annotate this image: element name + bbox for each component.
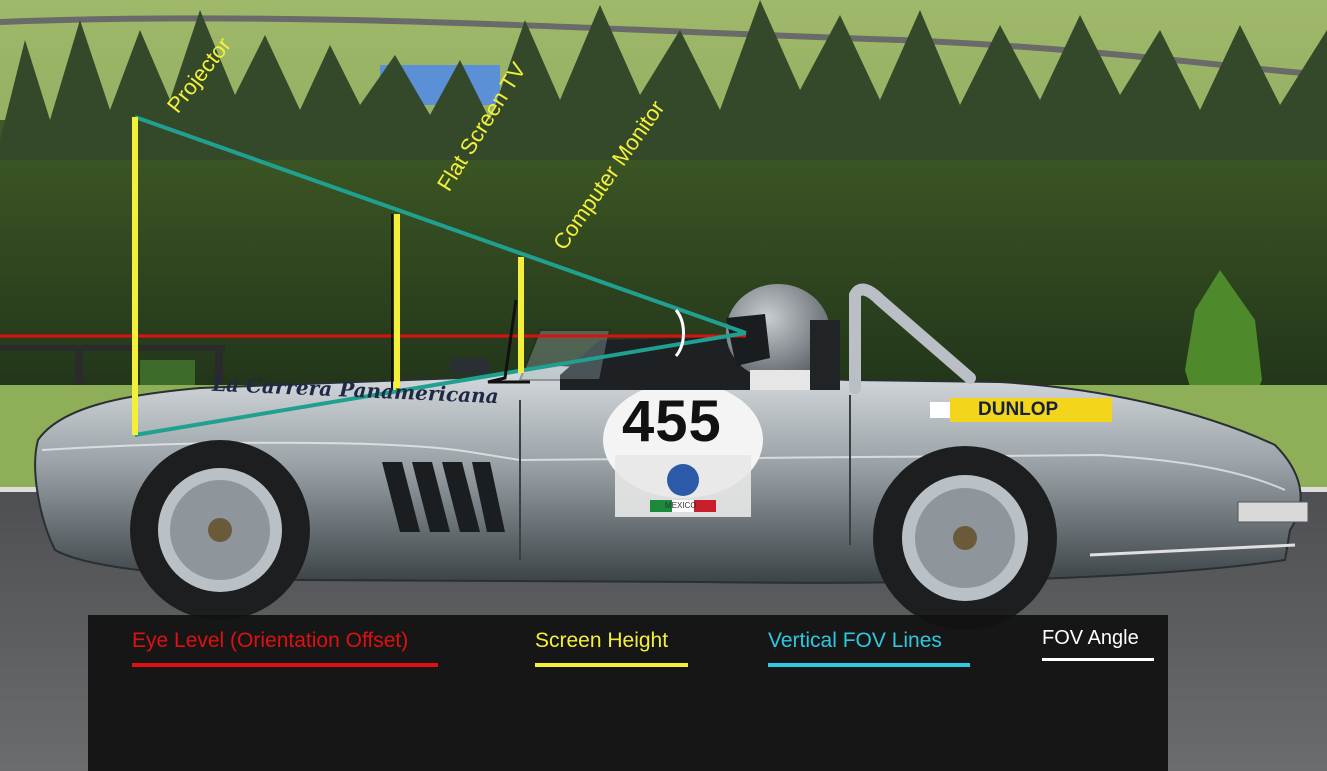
fence-post xyxy=(75,345,83,385)
legend-eye-level-swatch xyxy=(132,663,438,667)
fence-rail xyxy=(0,345,225,351)
legend-fov-lines-label: Vertical FOV Lines xyxy=(768,629,942,652)
legend-fov-lines: Vertical FOV Lines xyxy=(768,629,942,653)
driver-suit xyxy=(750,370,810,390)
sponsor-text: DUNLOP xyxy=(978,399,1058,421)
front-wheel xyxy=(130,440,310,620)
legend-fov-angle: FOV Angle xyxy=(1042,627,1139,650)
legend-fov-angle-label: FOV Angle xyxy=(1042,627,1139,649)
legend-screen-height-label: Screen Height xyxy=(535,629,668,652)
rear-wheel xyxy=(873,446,1057,630)
plate-text: MEXICO xyxy=(665,501,697,510)
legend-screen-height-swatch xyxy=(535,663,688,667)
legend-screen-height: Screen Height xyxy=(535,629,668,653)
tail-light xyxy=(1238,502,1308,522)
legend-fov-angle-swatch xyxy=(1042,658,1154,661)
legend-eye-level: Eye Level (Orientation Offset) xyxy=(132,629,408,653)
legend-eye-level-label: Eye Level (Orientation Offset) xyxy=(132,629,408,652)
legend-panel: Eye Level (Orientation Offset) Screen He… xyxy=(88,615,1168,771)
car-number: 455 xyxy=(622,388,722,455)
legend-fov-lines-swatch xyxy=(768,663,970,667)
